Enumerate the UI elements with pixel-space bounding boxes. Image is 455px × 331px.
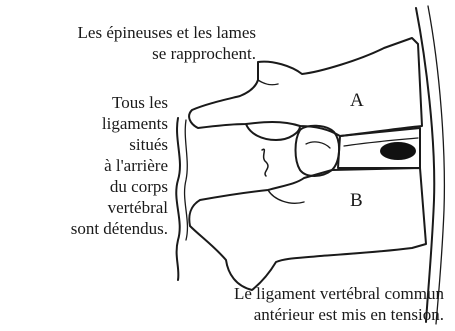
vertebra-b-outline (189, 168, 426, 290)
vertebra-b-label: B (350, 190, 363, 211)
anterior-ligament-outer (428, 6, 444, 324)
vertebra-a-facet (258, 80, 278, 85)
vertebra-a-label: A (350, 90, 364, 111)
posterior-ligament (176, 118, 180, 280)
posterior-ligament-inner (185, 120, 188, 240)
vertebra-a-pedicle (246, 124, 300, 140)
articular-notch (306, 142, 330, 148)
nucleus-pulposus (380, 142, 416, 160)
posterior-ligaments-note: Tous les ligaments situés à l'arrière du… (4, 92, 168, 239)
articular-wave (262, 149, 268, 176)
spinous-process-note: Les épineuses et les lames se rapprochen… (8, 22, 256, 64)
vertebra-b-pedicle (268, 190, 304, 203)
anterior-ligament-note: Le ligament vertébral commun antérieur e… (110, 283, 444, 325)
